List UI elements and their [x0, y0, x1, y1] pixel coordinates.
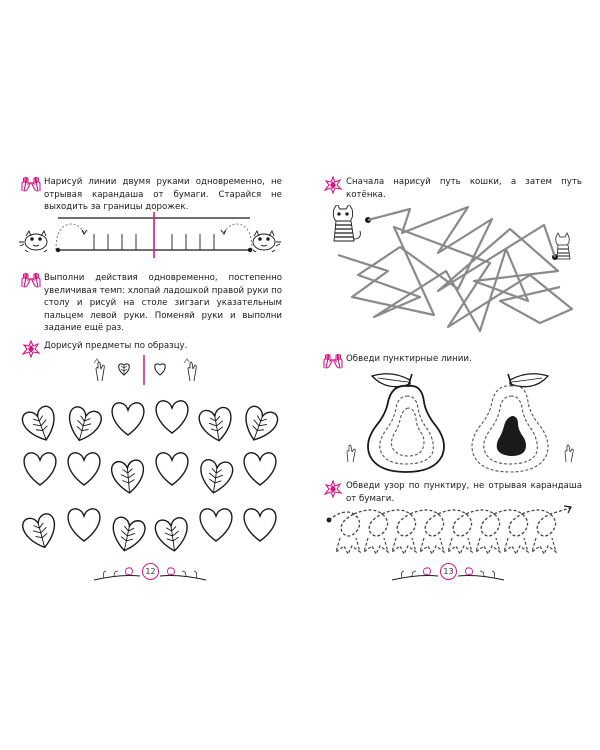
kitten-icon [555, 232, 571, 260]
left-animal-icon [19, 229, 48, 253]
leaf-heart-icon [153, 516, 191, 554]
heart-icon [111, 402, 145, 436]
heart-icon [155, 400, 189, 434]
task-3: Обведи узор по пунктиру, не отрывая кара… [322, 480, 582, 505]
pear-icon [367, 373, 445, 473]
cat-path-maze[interactable] [330, 205, 580, 335]
cat-icon [332, 205, 361, 242]
leaf-heart-icon [238, 403, 281, 447]
task-2: Выполни действия одновременно, постепенн… [20, 272, 282, 335]
task-3-text: Обведи узор по пунктиру, не отрывая кара… [346, 481, 582, 504]
hands-icon [21, 272, 41, 288]
pear-tracing[interactable] [342, 368, 582, 478]
page-number: 13 [440, 563, 457, 580]
star-burst-icon [21, 340, 41, 358]
task-2: Обведи пунктирные линии. [322, 353, 582, 371]
twig-bird-icon [93, 567, 207, 581]
twig-bird-icon [391, 567, 505, 581]
right-page: Сначала нарисуй путь кошки, а затем путь… [300, 0, 600, 750]
heart-icon [67, 452, 101, 486]
task-2-text: Выполни действия одновременно, постепенн… [44, 273, 282, 334]
pear-icon [471, 373, 550, 473]
hands-icon [323, 353, 343, 369]
leaf-heart-icon [108, 515, 148, 555]
heart-icon [67, 508, 101, 542]
heart-icon [243, 452, 277, 486]
task-2-text: Обведи пунктирные линии. [346, 354, 472, 364]
hand-icon [346, 444, 574, 463]
leaf-heart-icon [110, 458, 147, 496]
task-1-text: Нарисуй линии двумя руками одновременно,… [44, 177, 282, 213]
right-animal-icon [252, 229, 281, 253]
hands-icon [21, 176, 41, 192]
star-burst-icon [323, 176, 343, 194]
leaf-heart-icon [20, 511, 61, 553]
leaf-heart-icon [197, 458, 235, 496]
leaf-heart-icon [63, 404, 104, 446]
drawing-sample [93, 355, 197, 385]
leaf-heart-icon [19, 403, 62, 447]
heart-icon [155, 452, 189, 486]
task-3: Дорисуй предметы по образцу. [20, 340, 282, 358]
task-3-text: Дорисуй предметы по образцу. [44, 341, 188, 351]
heart-icon [23, 452, 57, 486]
task-1: Сначала нарисуй путь кошки, а затем путь… [322, 176, 582, 201]
two-hand-track[interactable] [18, 212, 282, 262]
hearts-grid[interactable] [18, 395, 282, 560]
left-page: Нарисуй линии двумя руками одновременно,… [18, 176, 282, 581]
page-number: 12 [142, 563, 159, 580]
star-burst-icon [323, 480, 343, 498]
task-1-text: Сначала нарисуй путь кошки, а затем путь… [346, 177, 582, 200]
loop-pattern-tracing[interactable] [324, 504, 584, 560]
heart-icon [199, 508, 233, 542]
task-1: Нарисуй линии двумя руками одновременно,… [20, 176, 282, 214]
leaf-heart-icon [197, 405, 236, 445]
heart-icon [243, 508, 277, 542]
